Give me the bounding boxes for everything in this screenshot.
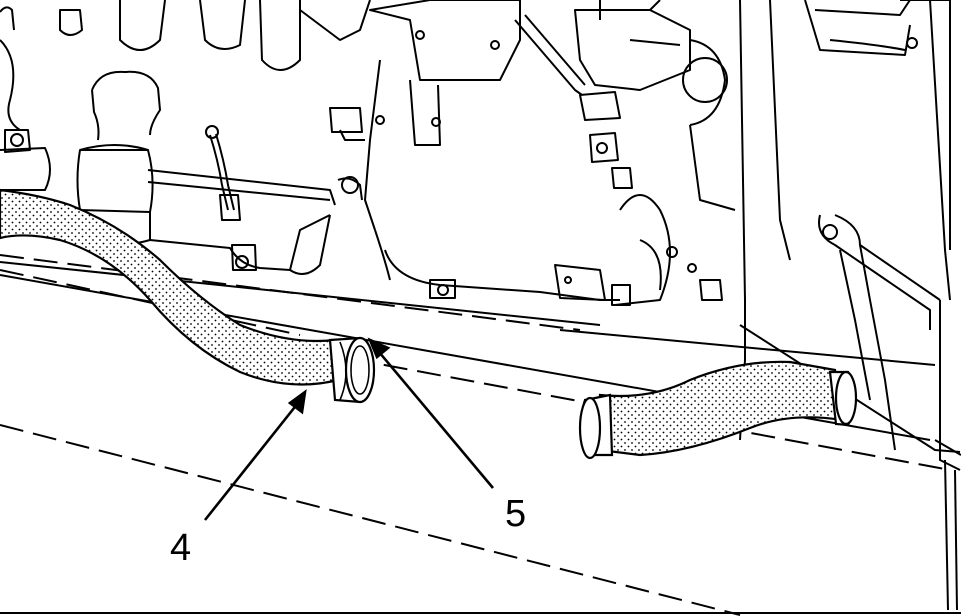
callout-label-5: 5 <box>505 493 526 535</box>
right-hose <box>578 360 858 460</box>
phantom-lines <box>0 254 951 616</box>
callout-arrows <box>203 337 494 521</box>
callout-label-4: 4 <box>170 527 191 569</box>
left-hose <box>0 188 376 404</box>
